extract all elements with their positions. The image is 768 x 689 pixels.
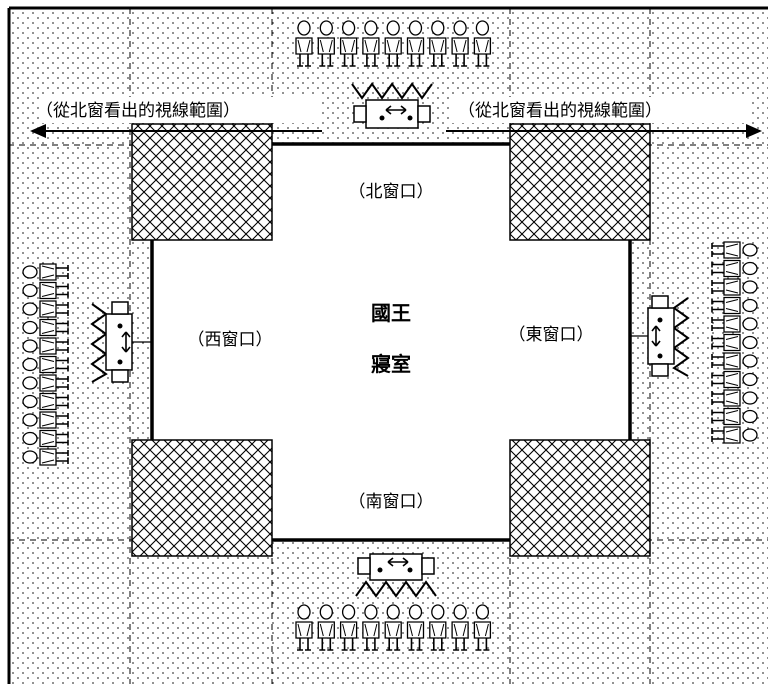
sight-range-label-left: （從北窗看出的視線範圍） [36,101,240,121]
pillar-northeast [510,124,650,240]
east-window-label: （東窗口） [509,325,594,345]
pillar-southwest [132,440,272,556]
pillar-northwest [132,124,272,240]
king-bedroom-label-line1: 國王 [371,301,411,325]
sight-range-label-right: （從北窗看出的視線範圍） [458,101,662,121]
king-bedroom-label-line2: 寢室 [371,352,411,376]
west-window-label: （西窗口） [188,330,273,350]
pillar-southeast [510,440,650,556]
south-window-label: （南窗口） [349,492,434,512]
north-window-label: （北窗口） [349,182,434,202]
